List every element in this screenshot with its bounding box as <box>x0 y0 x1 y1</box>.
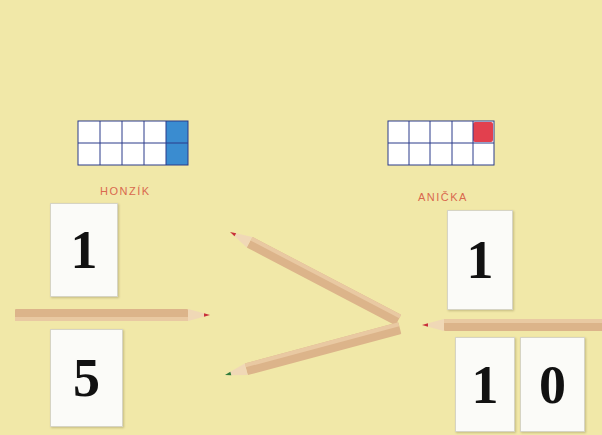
number-card: 1 <box>447 210 513 310</box>
pencil <box>422 319 602 331</box>
pencil <box>15 309 210 321</box>
number-card: 1 <box>50 203 118 297</box>
card-number: 1 <box>472 358 499 412</box>
card-number: 5 <box>73 351 100 405</box>
card-number: 1 <box>71 223 98 277</box>
number-card: 1 <box>455 337 515 432</box>
number-card: 5 <box>50 329 123 427</box>
number-card: 0 <box>520 337 585 432</box>
pencil <box>223 322 401 380</box>
fraction-grid <box>388 121 494 165</box>
fraction-grid <box>78 121 188 165</box>
child-name: HONZÍK <box>100 185 151 197</box>
card-number: 0 <box>539 358 566 412</box>
pencil <box>227 227 401 326</box>
child-name: ANIČKA <box>418 191 468 203</box>
card-number: 1 <box>467 233 494 287</box>
